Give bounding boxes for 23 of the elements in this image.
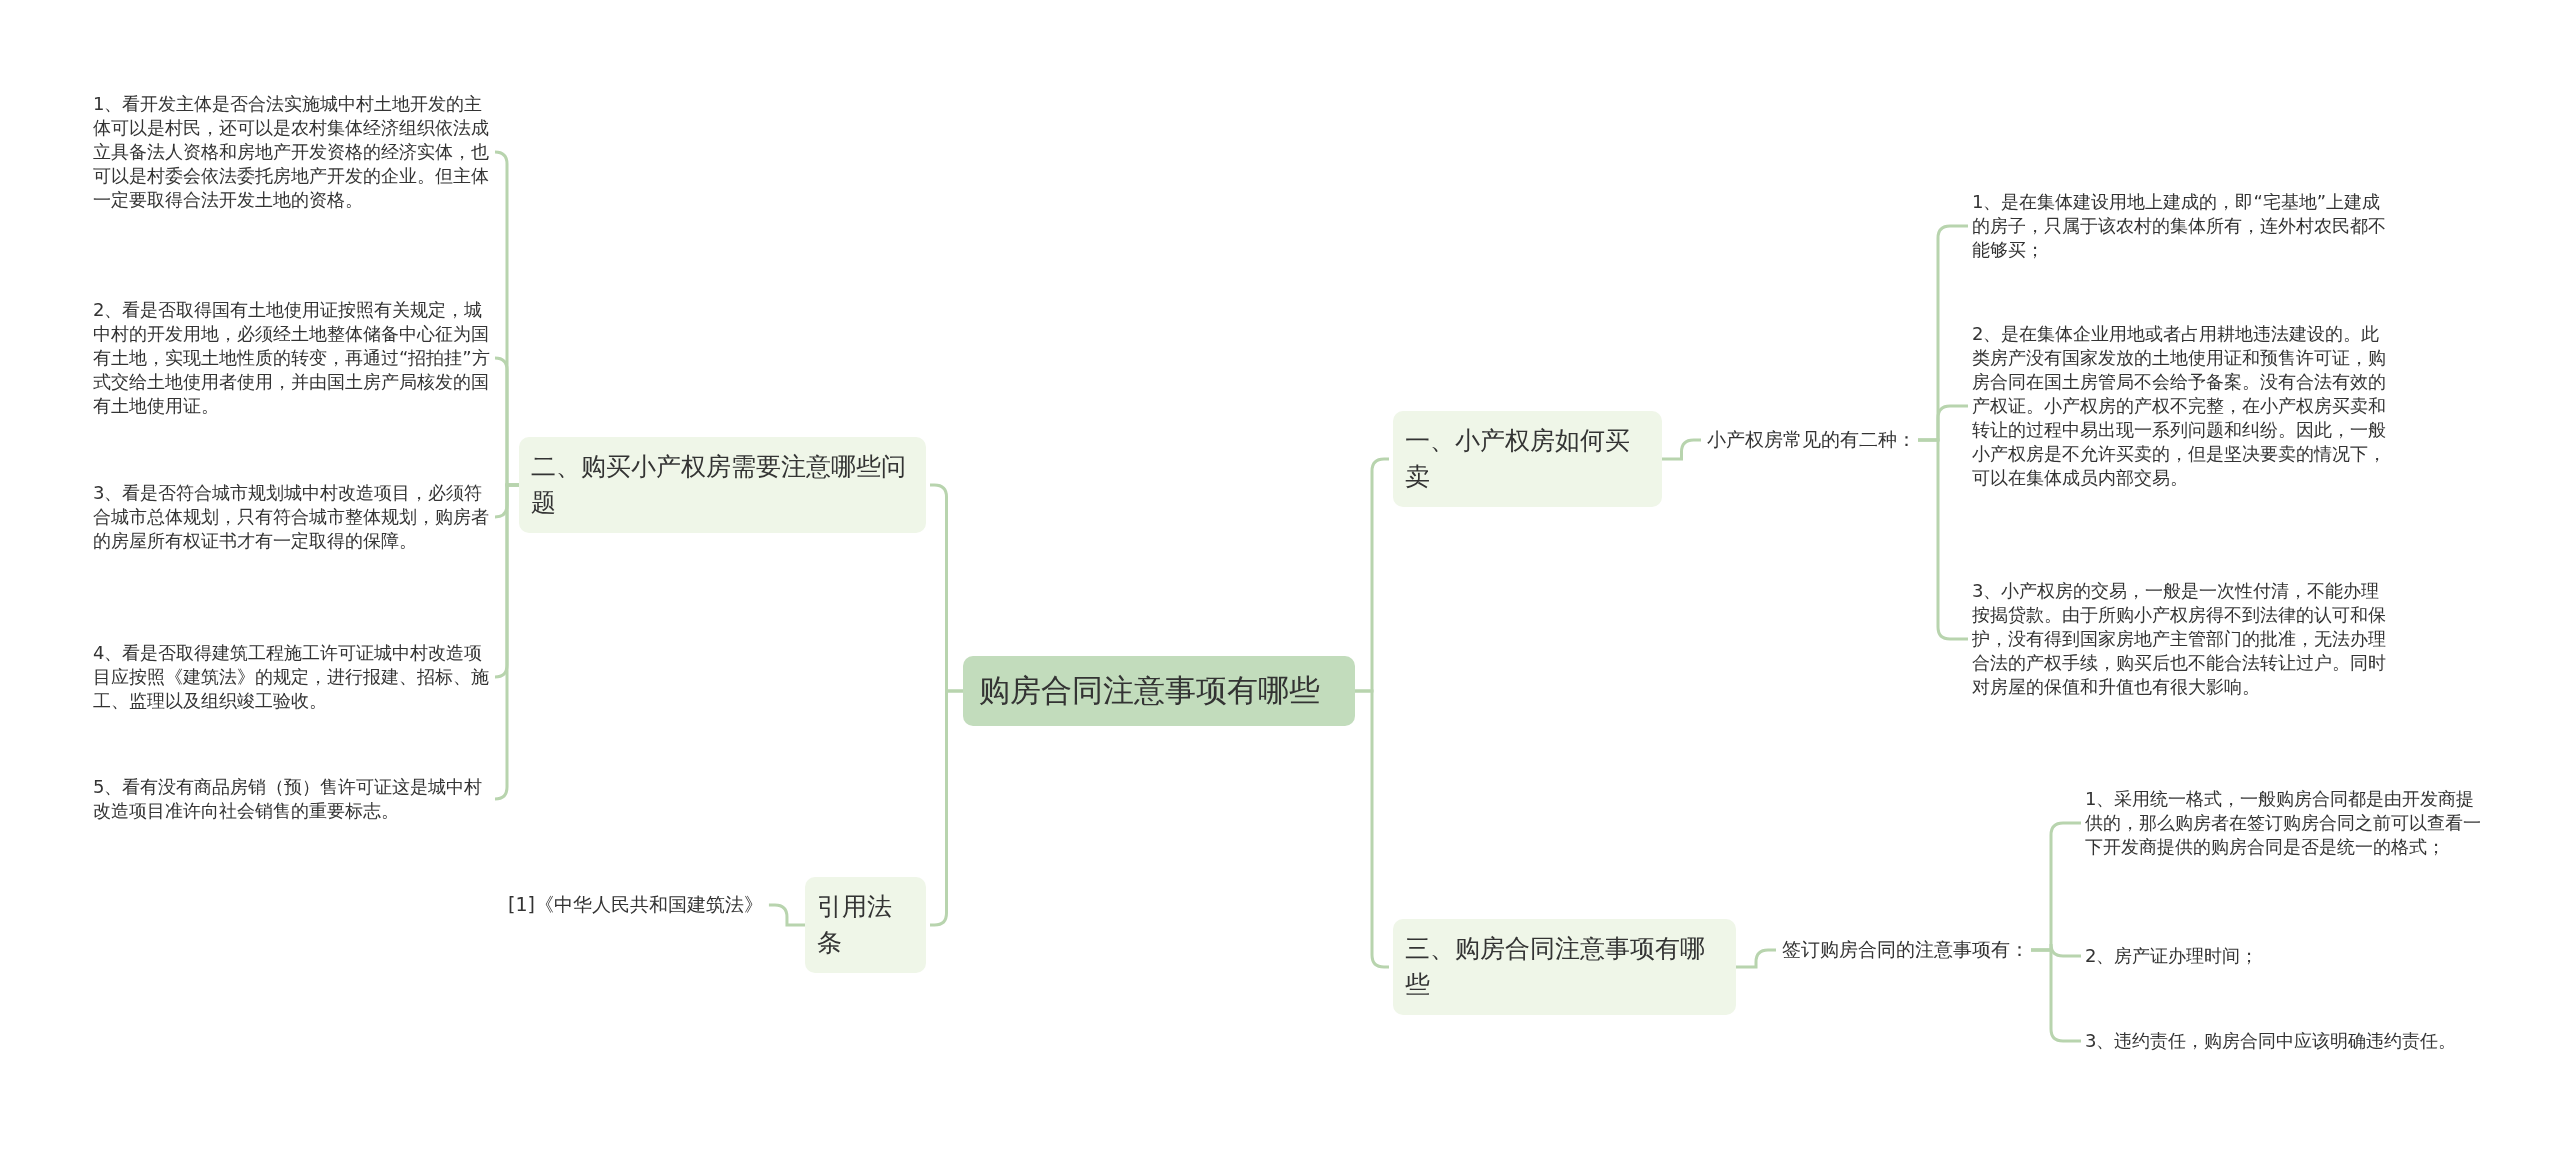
note-text: 4、看是否取得建筑工程施工许可证城中村改造项目应按照《建筑法》的规定，进行报建、招标、施工、监理以及组织竣工验收。 <box>93 639 491 715</box>
note-text: 3、看是否符合城市规划城中村改造项目，必须符合城市总体规划，只有符合城市整体规划，购房者的房屋所有权证书才有一定取得的保障。 <box>93 479 491 555</box>
note-text: 3、违约责任，购房合同中应该明确违约责任。 <box>2085 1027 2485 1055</box>
connector-line <box>493 483 519 801</box>
note-text: 1、看开发主体是否合法实施城中村土地开发的主体可以是村民，还可以是农村集体经济组织依法成立具备法人资格和房地产开发资格的经济实体，也可以是村委会依法委托房地产开发的企业。但主体一定要取得合法开发土地的资格。 <box>93 90 491 214</box>
central-topic-box: 购房合同注意事项有哪些 <box>963 656 1355 726</box>
topic-box: 二、购买小产权房需要注意哪些问题 <box>519 437 926 533</box>
topic-box: 三、购房合同注意事项有哪些 <box>1393 919 1736 1015</box>
note-text: 1、采用统一格式，一般购房合同都是由开发商提供的，那么购房者在签订购房合同之前可以查看一下开发商提供的购房合同是否是统一的格式； <box>2085 785 2485 861</box>
connector-line <box>1736 948 1776 969</box>
topic-box: 引用法条 <box>805 877 926 973</box>
note-text: 2、是在集体企业用地或者占用耕地违法建设的。此类房产没有国家发放的土地使用证和预售许可证，购房合同在国土房管局不会给予备案。没有合法有效的产权证。小产权房的产权不完整，在小产权房买卖和转让的过程中易出现一系列问题和纠纷。因此，一般小产权房是不允许买卖的，但是坚决要卖的情况下，可以在集体成员内部交易。 <box>1972 320 2392 492</box>
topic-box: 一、小产权房如何买卖 <box>1393 411 1662 507</box>
subtopic-text: 签订购房合同的注意事项有： <box>1780 933 2031 967</box>
subtopic-text: [1]《中华人民共和国建筑法》 <box>506 888 765 922</box>
note-text: 1、是在集体建设用地上建成的，即“宅基地”上建成的房子，只属于该农村的集体所有，连外村农民都不能够买； <box>1972 188 2392 264</box>
note-text: 3、小产权房的交易，一般是一次性付清，不能办理按揭贷款。由于所购小产权房得不到法律的认可和保护，没有得到国家房地产主管部门的批准，无法办理合法的产权手续，购买后也不能合法转让过户。同时对房屋的保值和升值也有很大影响。 <box>1972 577 2392 701</box>
note-text: 2、房产证办理时间； <box>2085 942 2485 970</box>
note-text: 2、看是否取得国有土地使用证按照有关规定，城中村的开发用地，必须经土地整体储备中心征为国有土地，实现土地性质的转变，再通过“招拍挂”方式交给土地使用者使用，并由国土房产局核发的国有土地使用证。 <box>93 296 491 420</box>
connector-line <box>1662 438 1701 461</box>
subtopic-text: 小产权房常见的有二种： <box>1705 423 1918 457</box>
connector-line <box>768 903 805 927</box>
note-text: 5、看有没有商品房销（预）售许可证这是城中村改造项目准许向社会销售的重要标志。 <box>93 773 491 825</box>
